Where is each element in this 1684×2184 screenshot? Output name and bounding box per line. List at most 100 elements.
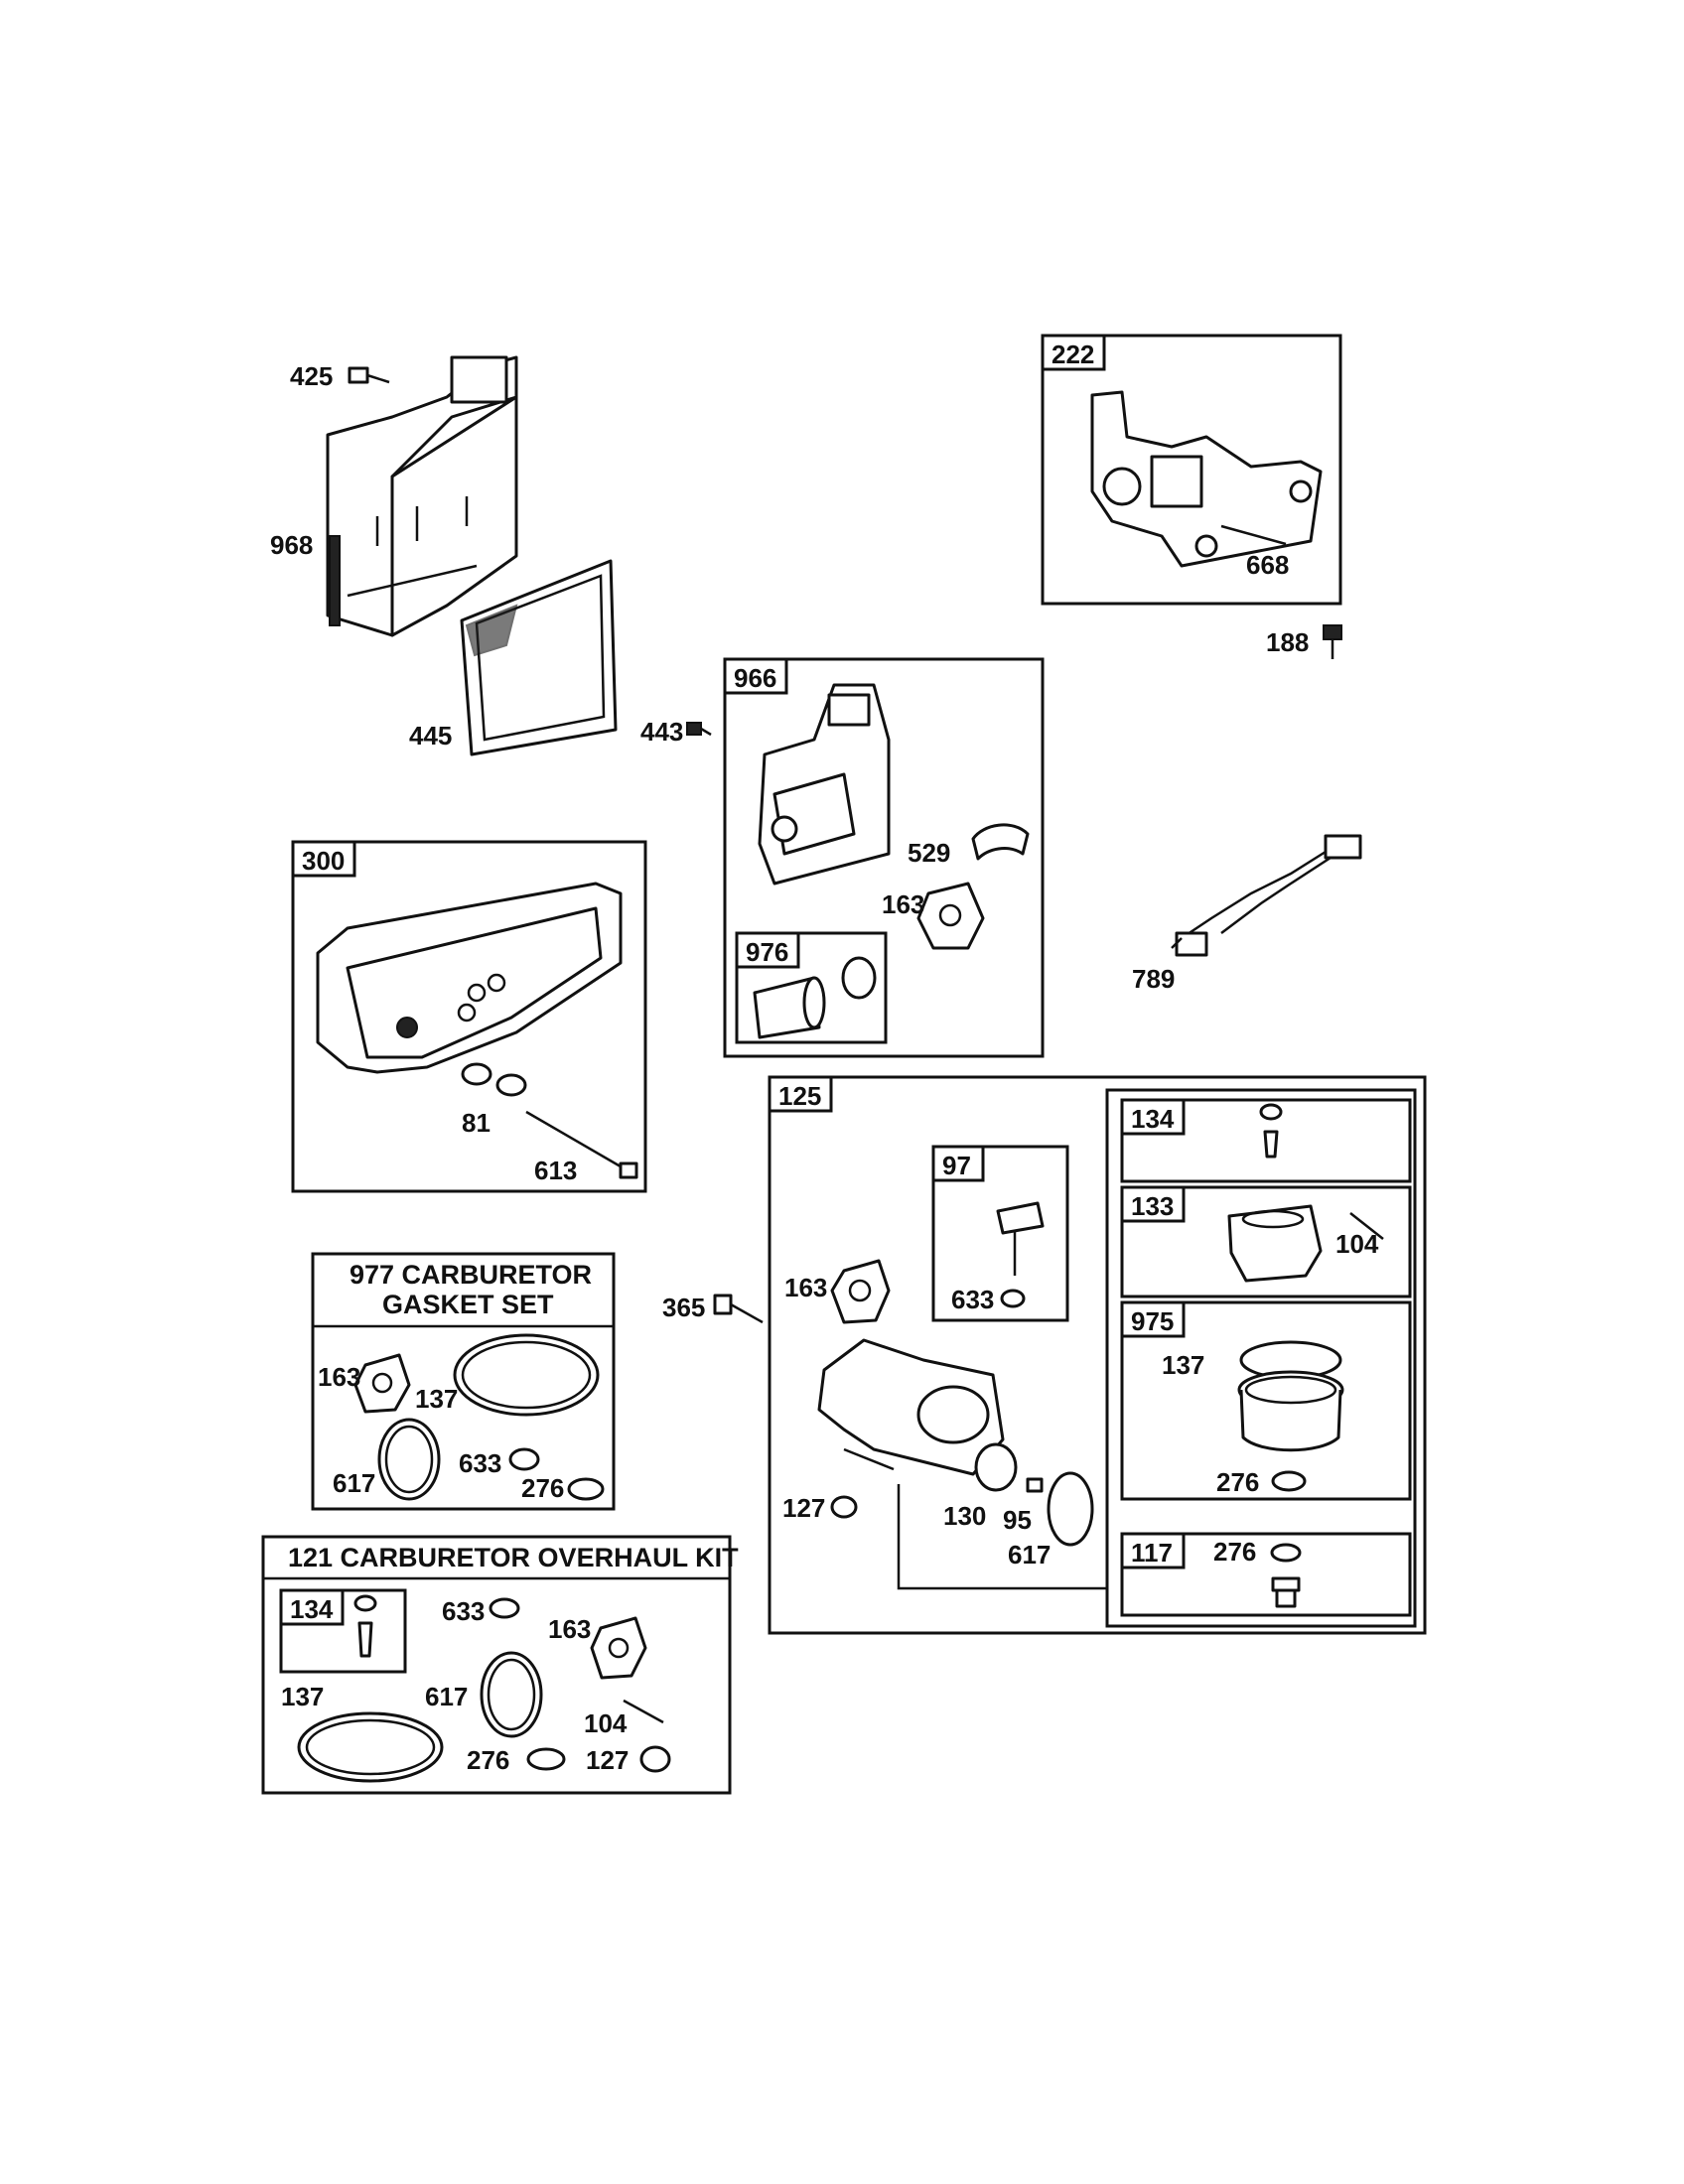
- governor-bracket-222: [1090, 390, 1323, 568]
- callout-97: 97: [942, 1151, 971, 1180]
- bowl-screw-box: [1120, 1532, 1412, 1617]
- filter-element-976: [753, 956, 877, 1039]
- gasket-set-box: [311, 1252, 616, 1511]
- overhaul-needle-tag: [279, 1588, 345, 1626]
- pin-104-b: [623, 1699, 664, 1724]
- wiring-harness-789: [1171, 834, 1362, 957]
- callout-127-b: 127: [586, 1745, 629, 1775]
- callout-137-c: 137: [281, 1682, 324, 1711]
- kit-column-box: [1105, 1088, 1417, 1628]
- inlet-needle-box: [1120, 1098, 1412, 1183]
- callout-137-a: 137: [1162, 1350, 1204, 1380]
- filter-element-tag: [735, 931, 800, 969]
- callout-104-b: 104: [584, 1708, 628, 1738]
- air-cleaner-base-968: [326, 355, 518, 637]
- callout-133: 133: [1131, 1191, 1174, 1221]
- carburetor-body: [817, 1338, 1005, 1476]
- callout-966: 966: [734, 663, 776, 693]
- callout-365: 365: [662, 1293, 705, 1322]
- float-bowl-box: [1120, 1300, 1412, 1501]
- gasket-set-title-2: GASKET SET: [382, 1290, 554, 1319]
- callout-276-c: 276: [521, 1473, 564, 1503]
- callout-117: 117: [1131, 1538, 1173, 1568]
- callout-976: 976: [746, 937, 788, 967]
- callout-95: 95: [1003, 1505, 1032, 1535]
- pin-104: [1349, 1212, 1384, 1240]
- float-needle-box: [931, 1145, 1069, 1322]
- callout-443: 443: [640, 717, 683, 747]
- bowl-screw-tag: [1120, 1532, 1186, 1570]
- carburetor-box: [768, 1075, 1427, 1635]
- bolt-613: [525, 1110, 638, 1179]
- inlet-needle-tag: [1120, 1098, 1186, 1136]
- callout-276-b: 276: [1213, 1537, 1256, 1567]
- housing-966: [758, 683, 891, 886]
- callout-125: 125: [778, 1081, 821, 1111]
- callout-222: 222: [1052, 340, 1094, 369]
- muffler-tag: [291, 840, 356, 878]
- callout-789: 789: [1132, 964, 1175, 994]
- gasket-163-d: [590, 1616, 647, 1680]
- bracket-assembly-tag: [1041, 334, 1106, 371]
- overhaul-kit-box: [261, 1535, 732, 1795]
- bowl-gasket-127-a: [830, 1495, 858, 1519]
- washer-633-b: [508, 1447, 540, 1471]
- air-filter-445: [460, 559, 618, 756]
- callout-633-a: 633: [951, 1285, 994, 1314]
- callout-130: 130: [943, 1501, 986, 1531]
- inlet-needle-134-b: [353, 1594, 377, 1658]
- o-ring-617-b: [377, 1418, 441, 1501]
- washer-633-c: [489, 1597, 520, 1619]
- o-ring-617-a: [1047, 1471, 1094, 1547]
- float-bowl-tag: [1120, 1300, 1186, 1338]
- screw-443: [686, 722, 712, 737]
- callout-134-a: 134: [1131, 1104, 1175, 1134]
- gasket-163-a: [916, 882, 985, 950]
- callout-300: 300: [302, 846, 345, 876]
- washer-276-c: [567, 1477, 605, 1501]
- gasket-81: [461, 1062, 527, 1097]
- screw-425: [348, 366, 390, 384]
- callout-276-a: 276: [1216, 1467, 1259, 1497]
- bracket-assembly-box: [1041, 334, 1342, 606]
- callout-633-c: 633: [442, 1596, 485, 1626]
- callout-188: 188: [1266, 627, 1309, 657]
- washer-276-d: [526, 1747, 566, 1771]
- callout-127-a: 127: [782, 1493, 825, 1523]
- muffler-box: [291, 840, 647, 1193]
- inlet-needle-134: [1259, 1103, 1283, 1159]
- callout-613: 613: [534, 1156, 577, 1185]
- muffler-300: [316, 882, 623, 1074]
- float-tag: [1120, 1185, 1186, 1223]
- bowl-gasket-127-b: [639, 1745, 671, 1773]
- throttle-shaft-97: [996, 1201, 1045, 1276]
- gasket-163-b: [830, 1259, 891, 1324]
- callout-163-b: 163: [784, 1273, 827, 1302]
- callout-81: 81: [462, 1108, 491, 1138]
- gasket-163-c: [353, 1353, 411, 1414]
- float-box: [1120, 1185, 1412, 1298]
- callout-617-c: 617: [425, 1682, 468, 1711]
- callout-529: 529: [908, 838, 950, 868]
- callout-163-d: 163: [548, 1614, 591, 1644]
- float-bowl-975: [1237, 1340, 1344, 1452]
- overhaul-kit-title: 121 CARBURETOR OVERHAUL KIT: [288, 1543, 739, 1572]
- callout-276-d: 276: [467, 1745, 509, 1775]
- screw-188: [1323, 624, 1342, 659]
- screw-95: [1026, 1477, 1044, 1493]
- callout-445: 445: [409, 721, 452, 751]
- callout-617-b: 617: [333, 1468, 375, 1498]
- float-133: [1227, 1204, 1323, 1283]
- carburetor-tag: [768, 1075, 833, 1113]
- gasket-set-title-1: 977 CARBURETOR: [350, 1260, 592, 1290]
- o-ring-137-b: [453, 1333, 600, 1417]
- housing-box: [723, 657, 1045, 1058]
- o-ring-137-c: [297, 1711, 444, 1783]
- washer-633-a: [1000, 1289, 1026, 1308]
- callout-668: 668: [1246, 550, 1289, 580]
- callout-163-c: 163: [318, 1362, 360, 1392]
- callout-425: 425: [290, 361, 333, 391]
- callout-137-b: 137: [415, 1384, 458, 1414]
- callout-617-a: 617: [1008, 1540, 1051, 1570]
